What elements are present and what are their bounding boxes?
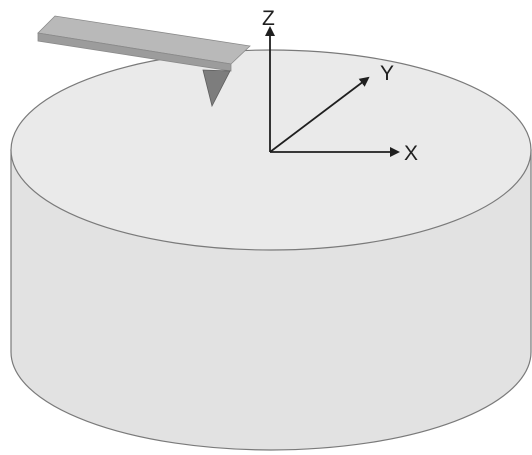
- x-axis-label: X: [404, 142, 418, 165]
- z-axis-label: Z: [262, 7, 275, 30]
- cantilever: [37, 15, 251, 108]
- cylinder-top-surface: [10, 49, 532, 251]
- y-axis-arrow: [269, 76, 370, 153]
- coordinate-axes: Z Y X: [262, 7, 418, 165]
- y-axis-label: Y: [380, 62, 394, 85]
- cantilever-beam-side: [37, 32, 232, 72]
- probe-tip: [202, 69, 231, 108]
- sample-cylinder: [10, 49, 532, 451]
